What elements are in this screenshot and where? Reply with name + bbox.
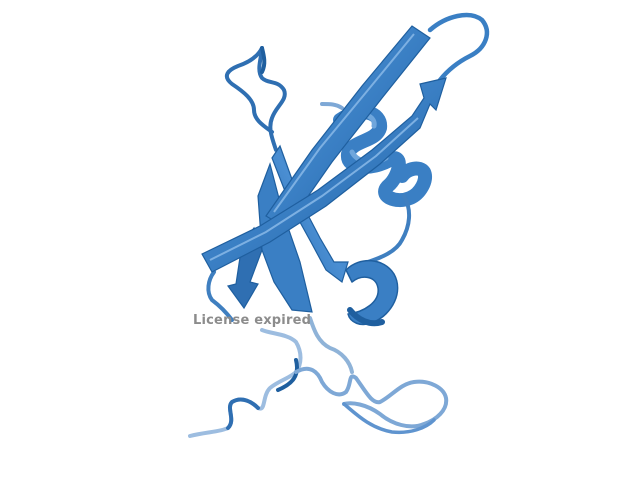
coil-lower: [188, 270, 449, 438]
beta-strand-long-2: [201, 77, 447, 273]
protein-cartoon: [188, 12, 490, 438]
license-watermark: License expired: [193, 313, 312, 328]
coil-upper: [224, 12, 490, 152]
